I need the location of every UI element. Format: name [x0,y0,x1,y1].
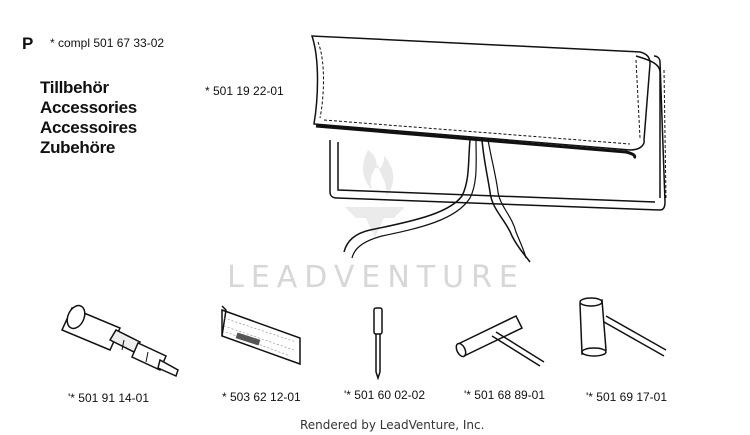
title-swedish: Tillbehör [40,78,109,97]
tool-bag-illustration [310,35,667,263]
title-block: Tillbehör Accessories Accessoires Zubehö… [40,78,137,158]
pin-illustration [373,307,383,381]
part-number-file-gauge[interactable]: * 503 62 12-01 [222,390,301,404]
leadventure-watermark-logo [345,150,405,238]
part-number-t-wrench[interactable]: '* 501 68 89-01 [464,388,546,402]
spark-plug-wrench-illustration [60,304,179,378]
t-wrench-illustration [455,315,545,367]
title-english: Accessories [40,98,137,117]
part-number-pin[interactable]: '* 501 60 02-02 [344,388,426,402]
footer-credit: Rendered by LeadVenture, Inc. [300,418,485,432]
title-french: Accessoires [40,118,137,137]
part-number-bag[interactable]: * 501 19 22-01 [205,84,284,98]
title-german: Zubehöre [40,138,116,157]
part-number-combination-wrench[interactable]: '* 501 69 17-01 [586,390,668,404]
compl-part-number: * compl 501 67 33-02 [50,36,165,50]
part-number-spark-plug-wrench[interactable]: '* 501 91 14-01 [68,391,150,405]
file-gauge-illustration [221,305,301,366]
combination-wrench-illustration [579,297,667,357]
p-mark: P [22,34,34,53]
watermark-text: LEADVENTURE [227,260,525,295]
